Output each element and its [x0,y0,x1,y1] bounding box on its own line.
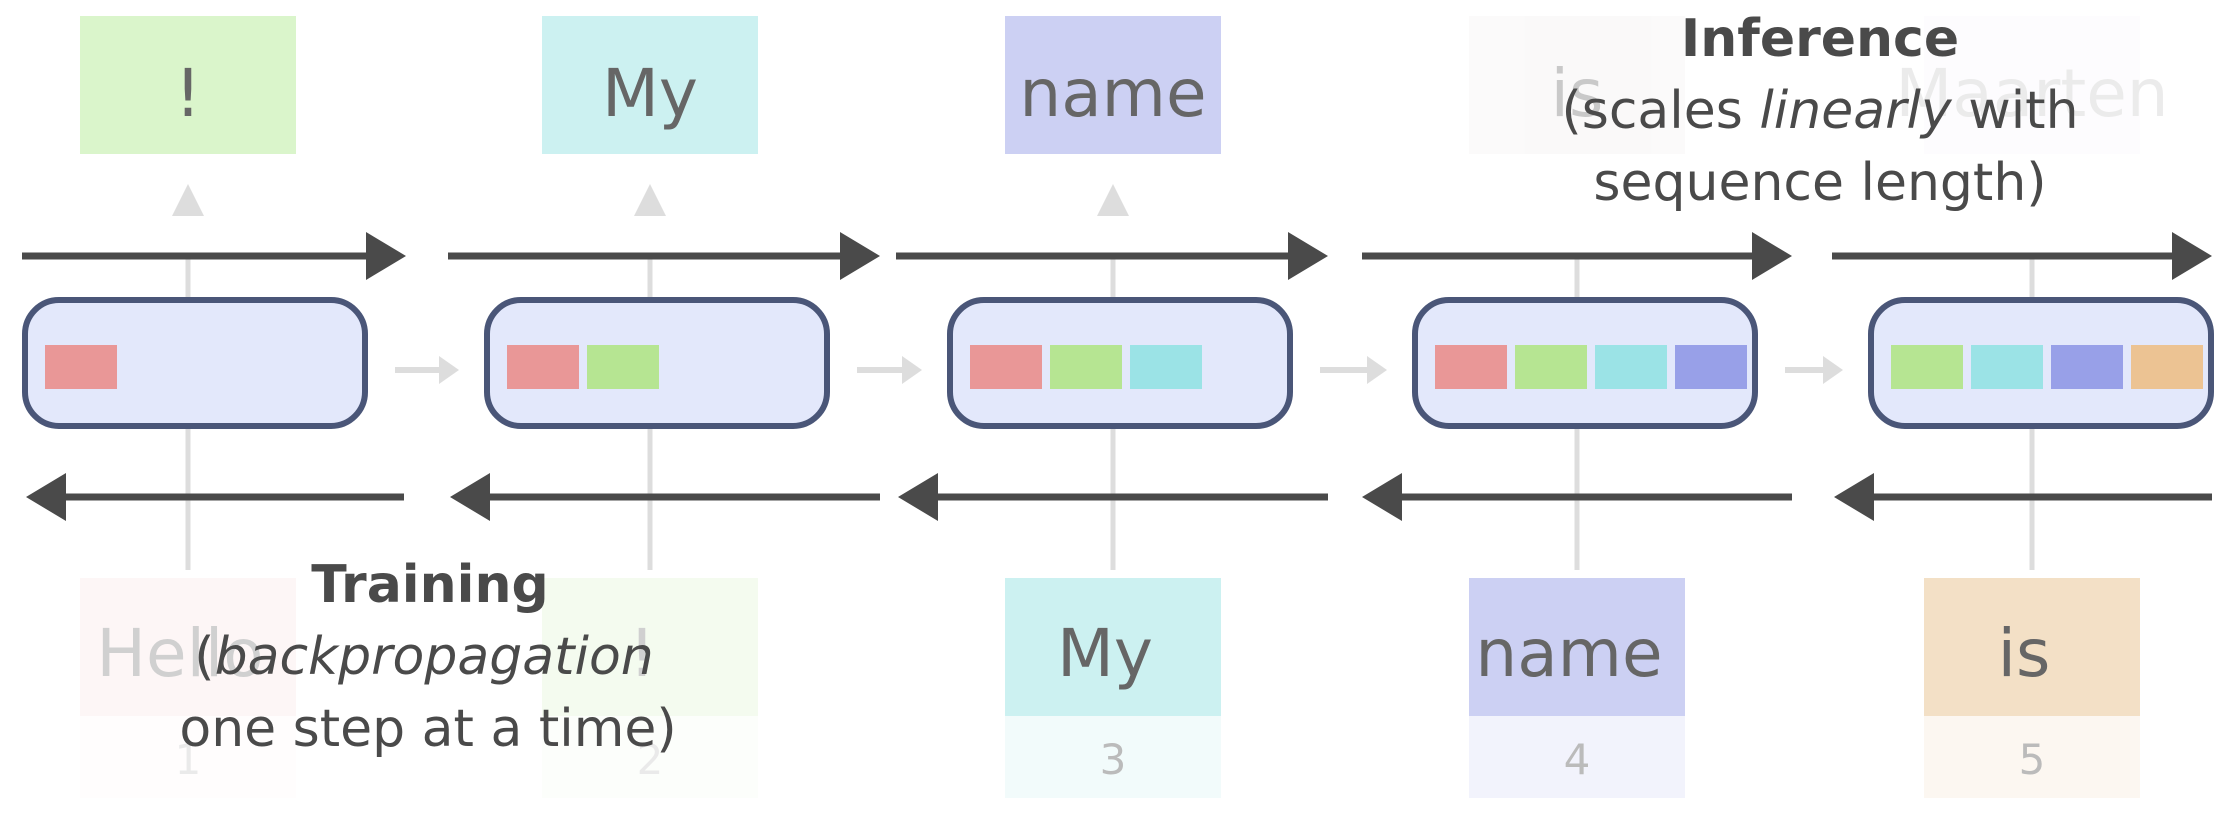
arrow-right-icon [1752,232,1792,280]
training-line-1: (backpropagation [194,627,653,687]
labels-layer: Inference (scales linearly with sequence l… [179,9,2078,759]
input-index-box [1005,716,1221,798]
training-line-1-italic: backpropagation [215,627,654,687]
arrow-right-icon [840,232,880,280]
output-token-box [80,16,296,154]
arrow-right-icon [366,232,406,280]
hidden-state-square [1515,345,1587,389]
output-token: ! [80,16,296,154]
input-token-box [1924,578,2140,716]
arrow-up-icon [172,184,204,216]
hidden-state-square [1050,345,1122,389]
hidden-state-square [1675,345,1747,389]
input-token-box [1005,578,1221,716]
input-token-label: Hello [96,615,263,692]
input-index-label: 3 [1100,735,1127,784]
hidden-state-square [2131,345,2203,389]
input-token: is 5 [1924,578,2140,798]
training-title: Training [311,555,548,615]
arrow-left-icon [1834,473,1874,521]
input-index-box [1469,716,1685,798]
output-token-label: My [602,55,698,132]
output-token-label: is [1551,55,1604,132]
hidden-state-square [1595,345,1667,389]
output-token: name [1005,16,1221,154]
hidden-state-square [1891,345,1963,389]
output-token-label: Maarten [1895,55,2168,132]
arrow-right-icon [1823,356,1843,384]
hidden-state-square [1130,345,1202,389]
rnn-cell [22,297,368,429]
hidden-state-square [1971,345,2043,389]
input-index-label: 2 [637,735,664,784]
input-index-box [80,716,296,798]
input-token: Hello 1 [80,578,296,798]
input-index-label: 1 [175,735,202,784]
input-token-box [542,578,758,716]
input-token: !2 [542,578,758,798]
hidden-state-square [2051,345,2123,389]
inference-line-1-post: with [1952,81,2079,141]
inference-line-1-italic: linearly [1759,81,1953,141]
arrow-right-icon [1367,356,1387,384]
output-token-box [1469,16,1685,154]
arrow-right-icon [1288,232,1328,280]
input-index-box [542,716,758,798]
arrow-right-icon [439,356,459,384]
output-token-label: ! [175,55,201,132]
hidden-state-square [587,345,659,389]
input-token-label: name [1475,615,1662,692]
hidden-state-square [970,345,1042,389]
output-token: is [1469,16,1685,154]
training-line-2: one step at a time) [179,699,676,759]
input-token-box [1469,578,1685,716]
inference-line-2: sequence length) [1593,153,2046,213]
arrow-up-icon [634,184,666,216]
arrow-left-icon [1362,473,1402,521]
arrow-up-icon [1097,184,1129,216]
output-token: Maarten [1895,16,2169,154]
arrow-left-icon [450,473,490,521]
output-token: My [542,16,758,154]
input-token: name 4 [1469,578,1685,798]
training-line-1-pre: ( [194,627,214,687]
input-index-label: 5 [2019,735,2046,784]
inference-title: Inference [1681,9,1959,69]
output-token-box [1005,16,1221,154]
arrow-right-icon [2172,232,2212,280]
arrow-right-icon [902,356,922,384]
input-token: My 3 [1005,578,1221,798]
input-index-label: 4 [1564,735,1591,784]
hidden-state-square [45,345,117,389]
input-token-box [80,578,296,716]
arrow-left-icon [898,473,938,521]
input-index-box [1924,716,2140,798]
input-token-label: ! [629,615,655,692]
input-token-label: My [1057,615,1153,692]
output-token-label: name [1019,55,1206,132]
inference-line-1: (scales linearly with [1561,81,2078,141]
inference-line-1-pre: (scales [1561,81,1759,141]
hidden-state-square [1435,345,1507,389]
input-token-label: is [1998,615,2051,692]
hidden-state-square [507,345,579,389]
arrow-left-icon [26,473,66,521]
output-token-box [542,16,758,154]
output-token-box [1924,16,2140,154]
